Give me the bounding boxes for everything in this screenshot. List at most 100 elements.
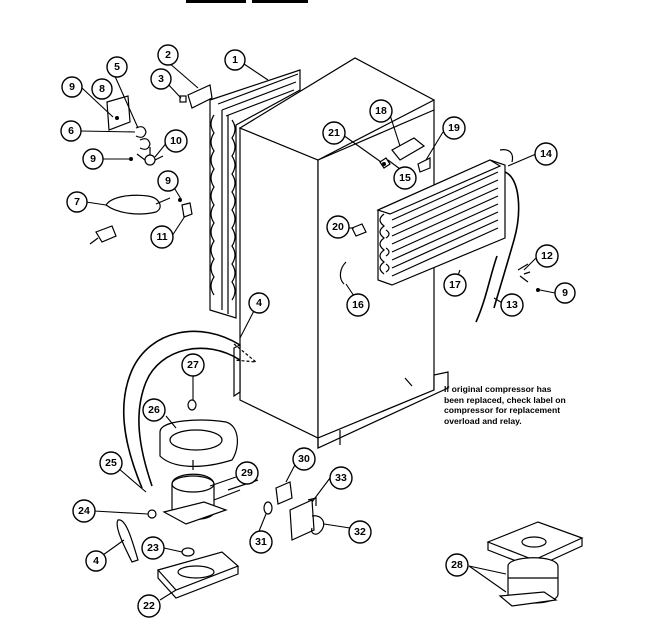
cabinet <box>233 57 449 449</box>
callout-33: 33 <box>329 466 353 490</box>
callout-28-label: 28 <box>451 559 463 571</box>
callout-2-label: 2 <box>165 49 171 61</box>
callout-26-label: 26 <box>148 404 160 416</box>
callout-8: 8 <box>91 78 113 100</box>
callout-12: 12 <box>535 244 559 268</box>
callout-16-label: 16 <box>352 299 364 311</box>
drain-hose <box>122 330 258 489</box>
callout-9b-label: 9 <box>90 153 96 165</box>
clamp-11 <box>181 202 193 218</box>
callout-31: 31 <box>249 530 273 554</box>
clamp-12 <box>517 263 531 283</box>
cord-7 <box>105 194 161 215</box>
callout-24-label: 24 <box>78 505 90 517</box>
screw-9b <box>129 157 133 161</box>
callout-15: 15 <box>393 166 417 190</box>
header-bar-right <box>252 0 308 3</box>
callout-1-label: 1 <box>232 54 238 66</box>
callout-20-label: 20 <box>332 221 344 233</box>
callout-5: 5 <box>106 56 128 78</box>
callout-28: 28 <box>445 553 469 577</box>
callout-13-label: 13 <box>506 299 518 311</box>
callout-18: 18 <box>369 99 393 123</box>
clip-6 <box>135 126 147 138</box>
callout-32-label: 32 <box>354 526 366 538</box>
header-bar-left <box>186 0 246 3</box>
callout-9a: 9 <box>61 76 83 98</box>
callout-30-label: 30 <box>298 453 310 465</box>
callout-7: 7 <box>66 191 88 213</box>
callout-5-label: 5 <box>114 61 120 73</box>
screw-9d <box>536 288 540 292</box>
callout-12-label: 12 <box>541 250 553 262</box>
bracket-8 <box>106 95 131 131</box>
callout-18-label: 18 <box>375 105 387 117</box>
callout-21: 21 <box>322 121 346 145</box>
screw-21 <box>379 157 391 169</box>
small-parts <box>89 84 213 245</box>
note-line-2: been replaced, check label on <box>444 394 566 405</box>
callout-9c: 9 <box>157 170 179 192</box>
screw-9a <box>115 116 119 120</box>
clip-31 <box>263 501 273 515</box>
callout-14-label: 14 <box>540 148 552 160</box>
callout-11: 11 <box>150 225 174 249</box>
base-22 <box>156 551 240 591</box>
tube-16 <box>339 261 347 285</box>
callout-4a-label: 4 <box>256 297 262 309</box>
callout-10: 10 <box>164 129 188 153</box>
callout-9d: 9 <box>554 282 576 304</box>
callout-25-label: 25 <box>105 457 117 469</box>
callout-26: 26 <box>142 398 166 422</box>
note-line-4: overload and relay. <box>444 415 522 426</box>
callout-10-label: 10 <box>170 135 182 147</box>
callout-19-label: 19 <box>448 122 460 134</box>
relay-30 <box>275 481 293 505</box>
callout-19: 19 <box>442 116 466 140</box>
callout-21-label: 21 <box>328 127 340 139</box>
condenser-coil <box>209 69 301 319</box>
callout-1: 1 <box>224 49 246 71</box>
compressor <box>116 460 259 599</box>
callout-9b: 9 <box>82 148 104 170</box>
relay-overload <box>263 481 325 541</box>
callout-8-label: 8 <box>99 83 105 95</box>
part-20 <box>351 223 367 237</box>
callout-9c-label: 9 <box>165 175 171 187</box>
callout-3: 3 <box>150 68 172 90</box>
callout-31-label: 31 <box>255 536 267 548</box>
callout-2: 2 <box>157 44 179 66</box>
callout-17: 17 <box>443 273 467 297</box>
relay-10 <box>144 154 156 166</box>
note-line-1: If original compressor has <box>444 384 552 394</box>
callout-4b: 4 <box>85 550 107 572</box>
callout-22: 22 <box>137 594 161 618</box>
callout-20: 20 <box>326 215 350 239</box>
callout-16: 16 <box>346 293 370 317</box>
callout-4a: 4 <box>248 292 270 314</box>
callout-29-label: 29 <box>241 467 253 479</box>
grommet-24 <box>147 509 157 519</box>
callout-14: 14 <box>534 142 558 166</box>
callout-3-label: 3 <box>158 73 164 85</box>
callout-27: 27 <box>181 353 205 377</box>
callout-23-label: 23 <box>147 542 159 554</box>
callout-24: 24 <box>72 499 96 523</box>
callout-6-label: 6 <box>68 125 74 137</box>
callout-29: 29 <box>235 461 259 485</box>
misc-parts <box>339 157 540 292</box>
overload-33 <box>289 499 315 541</box>
callout-17-label: 17 <box>449 279 461 291</box>
note-line-3: compressor for replacement <box>444 405 561 416</box>
callout-27-label: 27 <box>187 359 199 371</box>
callout-30: 30 <box>292 447 316 471</box>
callout-7-label: 7 <box>74 196 80 208</box>
callout-9a-label: 9 <box>69 81 75 93</box>
grommet-23 <box>181 547 195 557</box>
tube-4 <box>116 519 139 563</box>
compressor-replacement-note: If original compressor has been replaced… <box>444 384 604 426</box>
callout-6: 6 <box>60 120 82 142</box>
replacement-compressor <box>486 521 584 607</box>
grommet-27 <box>187 399 197 411</box>
